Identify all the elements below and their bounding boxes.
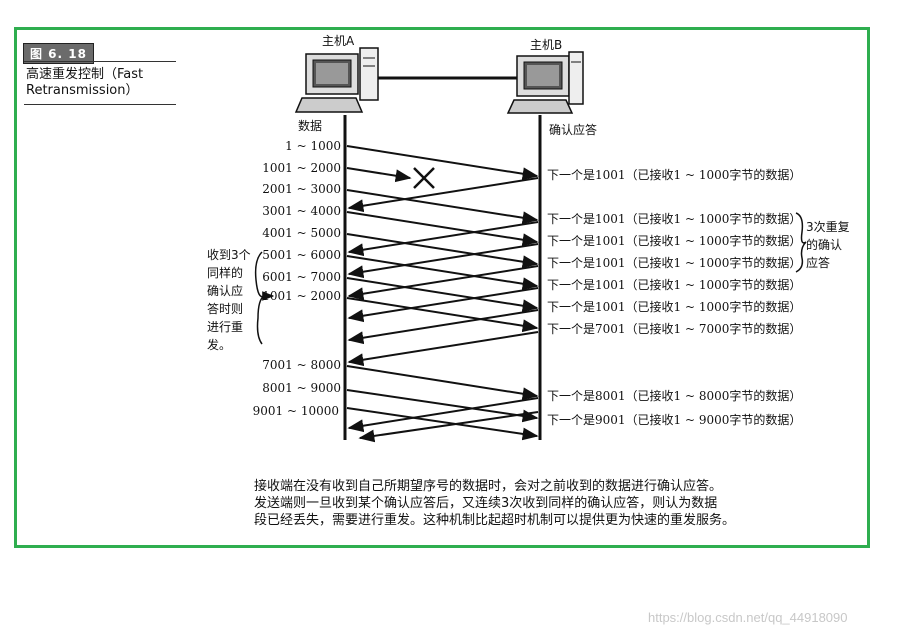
right-brace xyxy=(795,212,807,273)
data-arrow xyxy=(346,233,539,269)
segment-label: 1001 ~ 2000 xyxy=(262,161,341,175)
segment-label: 1 ~ 1000 xyxy=(285,139,341,153)
segment-label: 6001 ~ 7000 xyxy=(262,270,341,284)
host-b-label: 主机B xyxy=(530,38,562,52)
segment-label: 3001 ~ 4000 xyxy=(262,204,341,218)
caption-line: 段已经丢失，需要进行重发。这种机制比起超时机制可以提供更为快速的重发服务。 xyxy=(254,513,736,528)
ack-label: 下一个是7001（已接收1 ~ 7000字节的数据） xyxy=(547,321,801,336)
ack-arrow xyxy=(347,309,539,345)
segment-label: 9001 ~ 10000 xyxy=(253,404,339,418)
segment-label: 5001 ~ 6000 xyxy=(262,248,341,262)
data-arrow xyxy=(346,365,539,401)
ack-arrow xyxy=(347,243,539,279)
figure-frame xyxy=(14,27,870,548)
right-annotation: 3次重复 的确认 应答 xyxy=(795,212,850,273)
left-note-line: 答时则 xyxy=(207,301,243,316)
data-arrow xyxy=(346,145,539,181)
host-a-label: 主机A xyxy=(322,34,355,48)
ack-arrow xyxy=(347,397,539,433)
ack-label: 下一个是1001（已接收1 ~ 1000字节的数据） xyxy=(547,255,801,270)
ack-arrow xyxy=(358,411,539,443)
retransmit-segment-label: 1001 ~ 2000 xyxy=(262,289,341,303)
ack-arrow xyxy=(347,265,539,301)
receiver-header: 确认应答 xyxy=(549,122,597,137)
ack-label: 下一个是9001（已接收1 ~ 9000字节的数据） xyxy=(547,412,801,427)
retransmit-arrow xyxy=(346,297,539,333)
caption-line: 接收端在没有收到自己所期望序号的数据时，会对之前收到的数据进行确认应答。 xyxy=(254,479,723,494)
ack-arrow xyxy=(347,221,539,257)
segment-label: 2001 ~ 3000 xyxy=(262,182,341,196)
ack-label: 下一个是1001（已接收1 ~ 1000字节的数据） xyxy=(547,299,801,314)
segment-label: 7001 ~ 8000 xyxy=(262,358,341,372)
watermark: https://blog.csdn.net/qq_44918090 xyxy=(648,610,848,625)
data-arrow xyxy=(346,211,539,247)
left-note-line: 发。 xyxy=(207,337,231,352)
ack-label: 下一个是1001（已接收1 ~ 1000字节的数据） xyxy=(547,277,801,292)
ack-label: 下一个是8001（已接收1 ~ 8000字节的数据） xyxy=(547,388,801,403)
ack-arrow xyxy=(347,331,539,367)
host-b-computer-icon xyxy=(506,51,584,114)
ack-label: 下一个是1001（已接收1 ~ 1000字节的数据） xyxy=(547,167,801,182)
caption-line: 发送端则一旦收到某个确认应答后，又连续3次收到同样的确认应答，则认为数据 xyxy=(254,496,718,511)
sender-header: 数据 xyxy=(298,118,322,133)
ack-arrow xyxy=(347,287,539,323)
left-brace xyxy=(254,251,265,345)
ack-arrow xyxy=(347,177,539,213)
ack-label: 下一个是1001（已接收1 ~ 1000字节的数据） xyxy=(547,233,801,248)
right-note-line: 3次重复 xyxy=(806,220,850,234)
left-note-line: 同样的 xyxy=(207,265,243,280)
left-annotation: 收到3个 同样的 确认应 答时则 进行重 发。 xyxy=(207,248,275,352)
packet-loss-x-icon xyxy=(413,167,435,189)
data-arrow xyxy=(346,189,539,225)
data-arrow xyxy=(346,407,539,441)
data-arrow xyxy=(346,255,539,291)
figure-title: 高速重发控制（Fast Retransmission） xyxy=(26,67,144,98)
figure-number-badge: 图 6. 18 xyxy=(23,43,94,64)
title-top-rule xyxy=(24,61,176,62)
right-note-line: 的确认 xyxy=(806,237,842,252)
segment-label: 8001 ~ 9000 xyxy=(262,381,341,395)
host-a-computer-icon xyxy=(294,47,379,113)
left-note-line: 收到3个 xyxy=(207,248,251,262)
left-note-line: 确认应 xyxy=(207,283,243,298)
figure-caption: 接收端在没有收到自己所期望序号的数据时，会对之前收到的数据进行确认应答。 发送端… xyxy=(254,478,814,529)
left-note-line: 进行重 xyxy=(207,320,243,334)
ack-label: 下一个是1001（已接收1 ~ 1000字节的数据） xyxy=(547,211,801,226)
data-arrow xyxy=(346,277,539,313)
title-bottom-rule xyxy=(24,104,176,105)
segment-label: 4001 ~ 5000 xyxy=(262,226,341,240)
lost-data-arrow xyxy=(346,167,412,183)
right-note-line: 应答 xyxy=(806,255,830,270)
data-arrow xyxy=(346,389,539,423)
